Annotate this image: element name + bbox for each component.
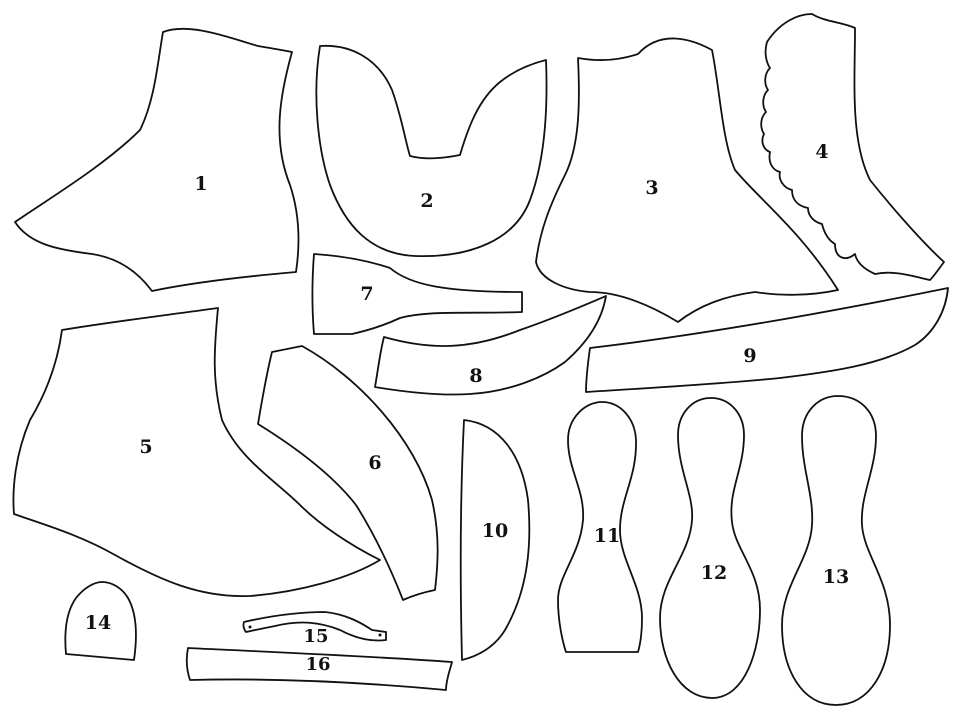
piece-9: 9 <box>585 287 949 393</box>
piece-8-label: 8 <box>469 365 482 387</box>
piece-15-hole-left <box>248 625 252 629</box>
piece-14: 14 <box>64 581 137 661</box>
piece-6-outline <box>257 345 439 601</box>
piece-14-label: 14 <box>85 612 111 634</box>
piece-8: 8 <box>374 295 607 396</box>
piece-15: 15 <box>242 611 387 647</box>
piece-7-outline <box>311 253 523 335</box>
piece-16-outline <box>185 647 453 691</box>
piece-9-label: 9 <box>743 345 756 367</box>
piece-11-outline <box>557 401 643 653</box>
piece-15-outline <box>242 611 387 642</box>
piece-3: 3 <box>535 37 839 323</box>
piece-10-outline <box>459 419 531 661</box>
piece-7: 7 <box>311 253 523 335</box>
piece-11: 11 <box>557 401 643 653</box>
piece-10: 10 <box>459 419 531 661</box>
piece-9-outline <box>585 287 949 393</box>
piece-11-label: 11 <box>594 525 620 547</box>
piece-5-label: 5 <box>139 436 152 458</box>
piece-5: 5 <box>12 307 381 598</box>
piece-2-label: 2 <box>420 190 433 212</box>
piece-12-outline <box>659 397 761 699</box>
piece-3-outline <box>535 37 839 323</box>
piece-5-outline <box>12 307 381 598</box>
piece-13: 13 <box>781 395 891 706</box>
piece-16: 16 <box>185 647 453 691</box>
piece-8-outline <box>374 295 607 396</box>
piece-13-outline <box>781 395 891 706</box>
piece-4-label: 4 <box>815 141 828 163</box>
piece-12: 12 <box>659 397 761 699</box>
piece-1: 1 <box>14 28 300 292</box>
piece-4: 4 <box>760 13 945 281</box>
piece-13-label: 13 <box>823 566 849 588</box>
piece-15-label: 15 <box>303 626 328 647</box>
piece-2: 2 <box>315 44 548 258</box>
piece-3-label: 3 <box>645 177 658 199</box>
piece-10-label: 10 <box>482 520 508 542</box>
piece-2-outline <box>315 44 548 258</box>
piece-6: 6 <box>257 345 439 601</box>
piece-12-label: 12 <box>701 562 727 584</box>
piece-14-outline <box>64 581 137 661</box>
piece-1-label: 1 <box>194 173 207 195</box>
piece-15-hole-right <box>378 633 382 637</box>
piece-6-label: 6 <box>368 452 381 474</box>
piece-4-outline <box>760 13 945 281</box>
piece-1-outline <box>14 28 300 292</box>
piece-16-label: 16 <box>305 654 330 675</box>
piece-7-label: 7 <box>360 283 373 305</box>
